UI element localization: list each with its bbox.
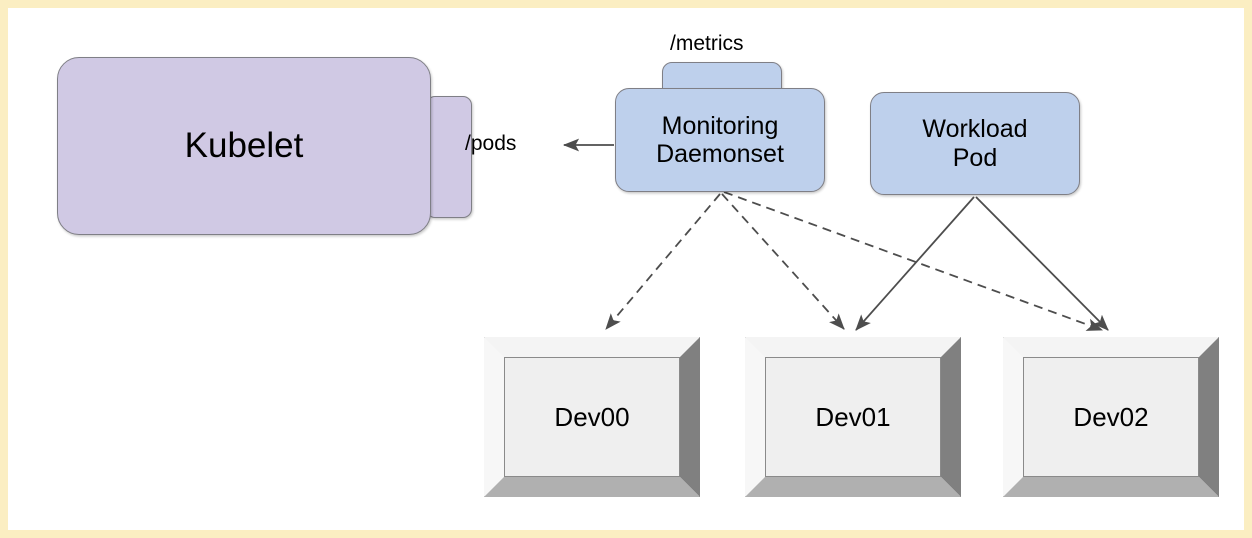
workload-label-line2: Pod	[952, 143, 998, 172]
edge-daemonset-to-dev00	[605, 193, 721, 330]
device-label: Dev02	[1073, 401, 1149, 432]
workload-label-line1: Workload	[922, 115, 1028, 143]
device-label: Dev00	[554, 401, 630, 432]
device-bevel-top	[484, 337, 700, 357]
edge-daemonset-to-dev01	[721, 193, 845, 330]
node-workload-pod[interactable]: Workload Pod	[870, 92, 1080, 195]
edge-workload-to-dev02	[975, 196, 1109, 331]
device-bevel-right	[1199, 337, 1219, 497]
node-kubelet[interactable]: Kubelet	[57, 57, 431, 235]
device-bevel-right	[941, 337, 961, 497]
edge-workload-to-dev01	[855, 196, 975, 331]
device-bevel-left	[745, 337, 765, 497]
device-bevel-right	[680, 337, 700, 497]
node-device-dev02[interactable]: Dev02	[1003, 337, 1219, 497]
device-screen: Dev00	[504, 357, 680, 477]
device-bevel-bottom	[745, 477, 961, 497]
kubelet-pods-port-tab[interactable]	[426, 96, 472, 218]
device-bevel-left	[484, 337, 504, 497]
daemonset-label-line1: Monitoring	[661, 111, 779, 140]
workload-label: Workload Pod	[922, 115, 1027, 172]
device-label: Dev01	[815, 401, 891, 432]
device-bevel-top	[745, 337, 961, 357]
kubelet-label: Kubelet	[184, 126, 304, 166]
daemonset-label-line2: Daemonset	[656, 140, 784, 168]
edge-daemonset-to-dev02	[723, 191, 1104, 331]
device-screen: Dev02	[1023, 357, 1199, 477]
node-device-dev01[interactable]: Dev01	[745, 337, 961, 497]
metrics-port-label: /metrics	[670, 32, 744, 55]
device-bevel-bottom	[1003, 477, 1219, 497]
diagram-sheet: Kubelet /pods /metrics Monitoring Daemon…	[8, 8, 1244, 530]
device-bevel-bottom	[484, 477, 700, 497]
daemonset-label: Monitoring Daemonset	[656, 112, 784, 169]
device-bevel-top	[1003, 337, 1219, 357]
connector-layer	[562, 138, 1109, 331]
pods-port-label: /pods	[465, 132, 517, 155]
device-screen: Dev01	[765, 357, 941, 477]
node-device-dev00[interactable]: Dev00	[484, 337, 700, 497]
device-bevel-left	[1003, 337, 1023, 497]
node-monitoring-daemonset[interactable]: Monitoring Daemonset	[615, 88, 825, 192]
